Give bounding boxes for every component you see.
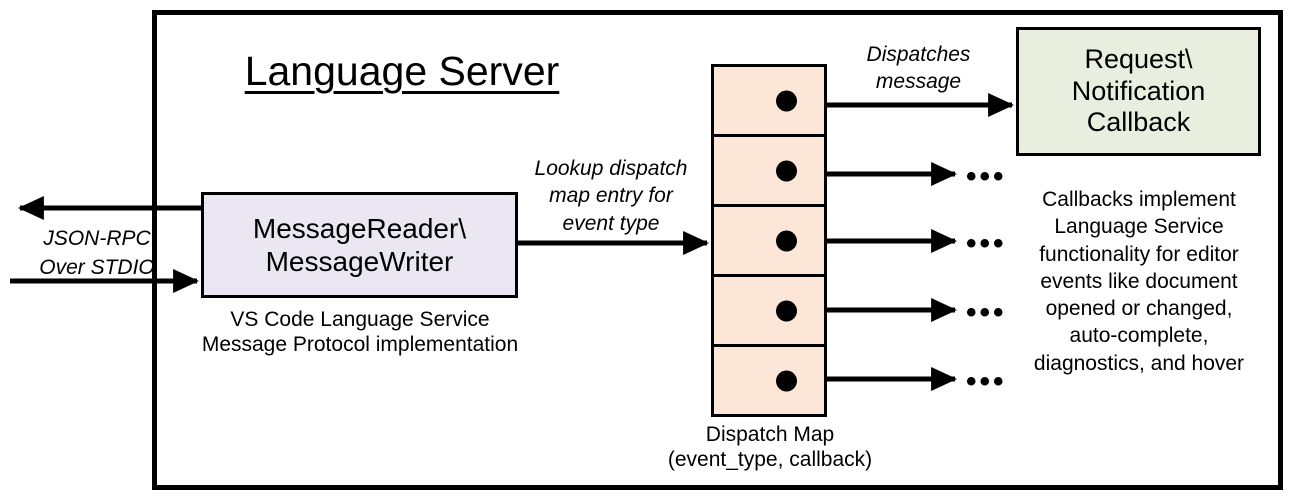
ellipsis-dispatch-2: ••• bbox=[966, 160, 1007, 193]
dispatch-entry-4[interactable] bbox=[714, 277, 824, 347]
edge-label-json-rpc: JSON-RPC Over STDIO bbox=[39, 227, 155, 279]
callback-pointer-dot bbox=[776, 160, 797, 181]
ellipsis-dispatch-5: ••• bbox=[966, 365, 1007, 398]
callback-pointer-dot bbox=[776, 90, 797, 111]
callback-pointer-dot bbox=[776, 370, 797, 391]
dispatch-entry-2[interactable] bbox=[714, 137, 824, 207]
dispatch-entry-5[interactable] bbox=[714, 347, 824, 414]
edge-label-lookup-dispatch: Lookup dispatch map entry for event type bbox=[534, 157, 688, 235]
dispatch-entry-3[interactable] bbox=[714, 207, 824, 277]
callback-caption: Callbacks implement Language Service fun… bbox=[1033, 188, 1245, 375]
page-title: Language Server bbox=[244, 48, 560, 94]
message-reader-writer-box[interactable]: MessageReader\ MessageWriter bbox=[201, 192, 518, 298]
request-notification-callback-box[interactable]: Request\ Notification Callback bbox=[1016, 27, 1261, 156]
dispatch-map-table[interactable] bbox=[711, 64, 827, 417]
dispatch-entry-1[interactable] bbox=[714, 67, 824, 137]
edge-label-dispatches-message: Dispatches message bbox=[866, 43, 971, 94]
callback-pointer-dot bbox=[776, 300, 797, 321]
callback-pointer-dot bbox=[776, 230, 797, 251]
message-reader-caption: VS Code Language Service Message Protoco… bbox=[201, 308, 519, 356]
ellipsis-dispatch-4: ••• bbox=[966, 296, 1007, 329]
dispatch-map-caption: Dispatch Map (event_type, callback) bbox=[667, 423, 873, 471]
ellipsis-dispatch-3: ••• bbox=[966, 227, 1007, 260]
